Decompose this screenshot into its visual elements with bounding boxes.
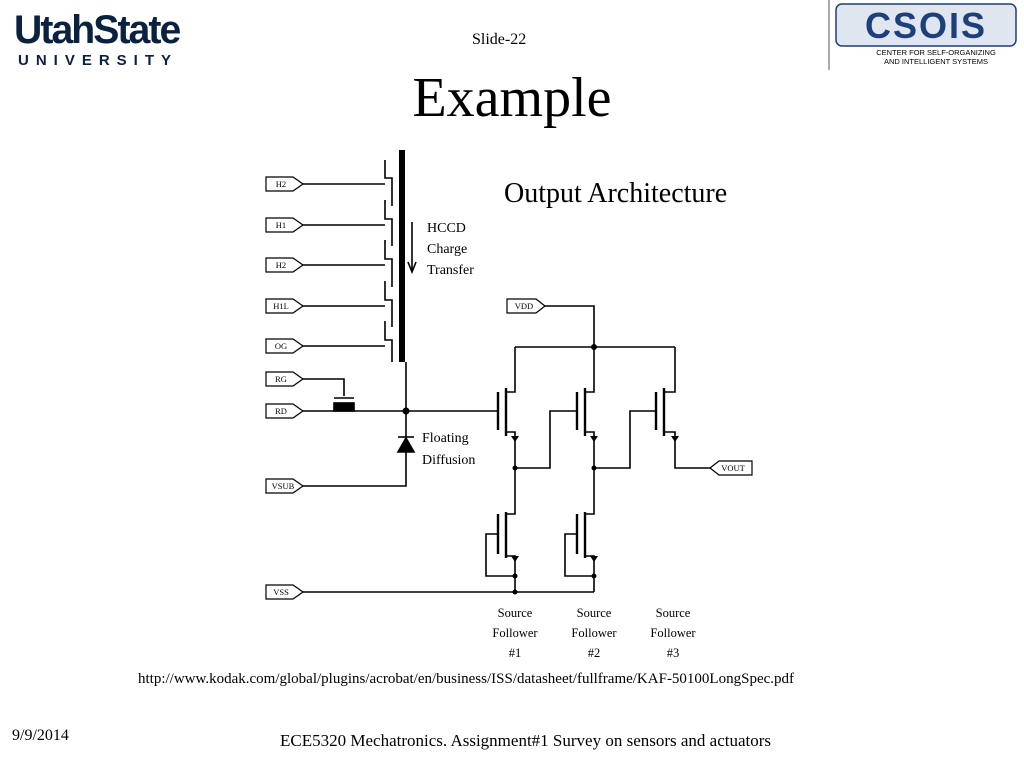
csois-logo-text: CSOIS <box>865 5 987 46</box>
csois-line2: AND INTELLIGENT SYSTEMS <box>884 57 988 66</box>
pin-label-h2: H2 <box>276 179 286 189</box>
hccd-label-1: HCCD <box>427 221 466 236</box>
usu-logo-text: UtahState <box>14 8 181 52</box>
sf3-label-3: #3 <box>667 646 680 660</box>
pin-label-vss: VSS <box>273 587 289 597</box>
diagram-caption: Output Architecture <box>504 178 728 209</box>
pin-label-rg: RG <box>275 374 287 384</box>
footer-course: ECE5320 Mechatronics. Assignment#1 Surve… <box>280 731 772 750</box>
source-url: http://www.kodak.com/global/plugins/acro… <box>138 671 795 687</box>
pin-label-h1: H1 <box>276 220 286 230</box>
usu-logo-subtext: UNIVERSITY <box>18 52 179 69</box>
sf1-label-3: #1 <box>509 646 522 660</box>
slide-title: Example <box>412 67 612 129</box>
pin-label-vdd: VDD <box>515 301 533 311</box>
diffusion-label-1: Floating <box>422 431 469 446</box>
csois-logo: CSOIS CENTER FOR SELF-ORGANIZING AND INT… <box>828 0 1017 70</box>
hccd-label-3: Transfer <box>427 263 474 278</box>
sf1-label-1: Source <box>498 606 533 620</box>
pin-label-vout: VOUT <box>721 463 745 473</box>
pin-label-rd: RD <box>275 406 287 416</box>
csois-line1: CENTER FOR SELF-ORGANIZING <box>876 48 996 57</box>
hccd-label-2: Charge <box>427 242 467 257</box>
pin-label-vsub: VSUB <box>272 481 295 491</box>
sf2-label-2: Follower <box>571 626 617 640</box>
sf3-label-1: Source <box>656 606 691 620</box>
pin-label-og: OG <box>275 341 287 351</box>
pin-label-h1l: H1L <box>273 301 289 311</box>
sf2-label-1: Source <box>577 606 612 620</box>
pin-label-h2b: H2 <box>276 260 286 270</box>
sf1-label-2: Follower <box>492 626 538 640</box>
diffusion-label-2: Diffusion <box>422 453 475 468</box>
footer-date: 9/9/2014 <box>12 727 69 744</box>
slide-number: Slide-22 <box>472 31 527 48</box>
sf2-label-3: #2 <box>588 646 601 660</box>
sf3-label-2: Follower <box>650 626 696 640</box>
